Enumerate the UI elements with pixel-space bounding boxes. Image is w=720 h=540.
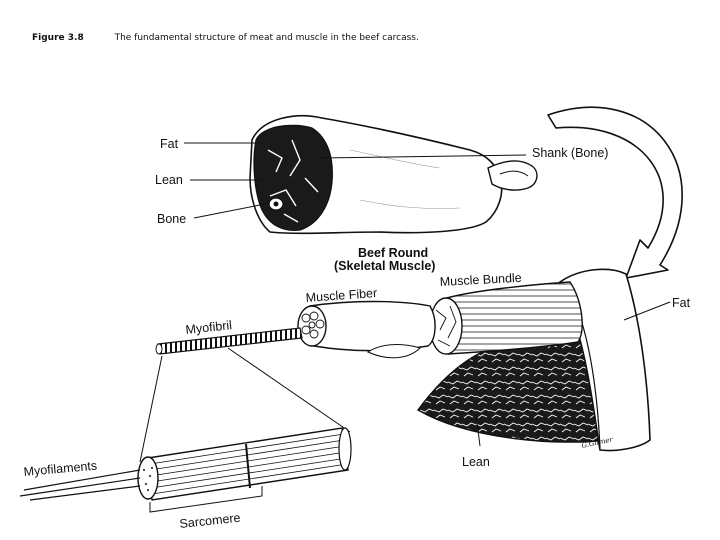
label-sarcomere: Sarcomere	[179, 511, 241, 531]
label-skeletal-muscle: (Skeletal Muscle)	[334, 259, 435, 273]
label-lean-top: Lean	[155, 173, 183, 187]
beef-round-cut	[250, 116, 537, 234]
label-lean-bottom: Lean	[462, 455, 490, 469]
label-shank: Shank (Bone)	[532, 146, 608, 160]
label-myofilaments: Myofilaments	[23, 459, 98, 479]
label-fat-right: Fat	[672, 296, 691, 310]
label-fat-top: Fat	[160, 137, 179, 151]
label-bone: Bone	[157, 212, 186, 226]
label-beef-round: Beef Round	[358, 246, 428, 260]
label-muscle-bundle: Muscle Bundle	[439, 271, 522, 289]
curved-arrow	[548, 107, 682, 278]
label-myofibril: Myofibril	[185, 318, 233, 337]
